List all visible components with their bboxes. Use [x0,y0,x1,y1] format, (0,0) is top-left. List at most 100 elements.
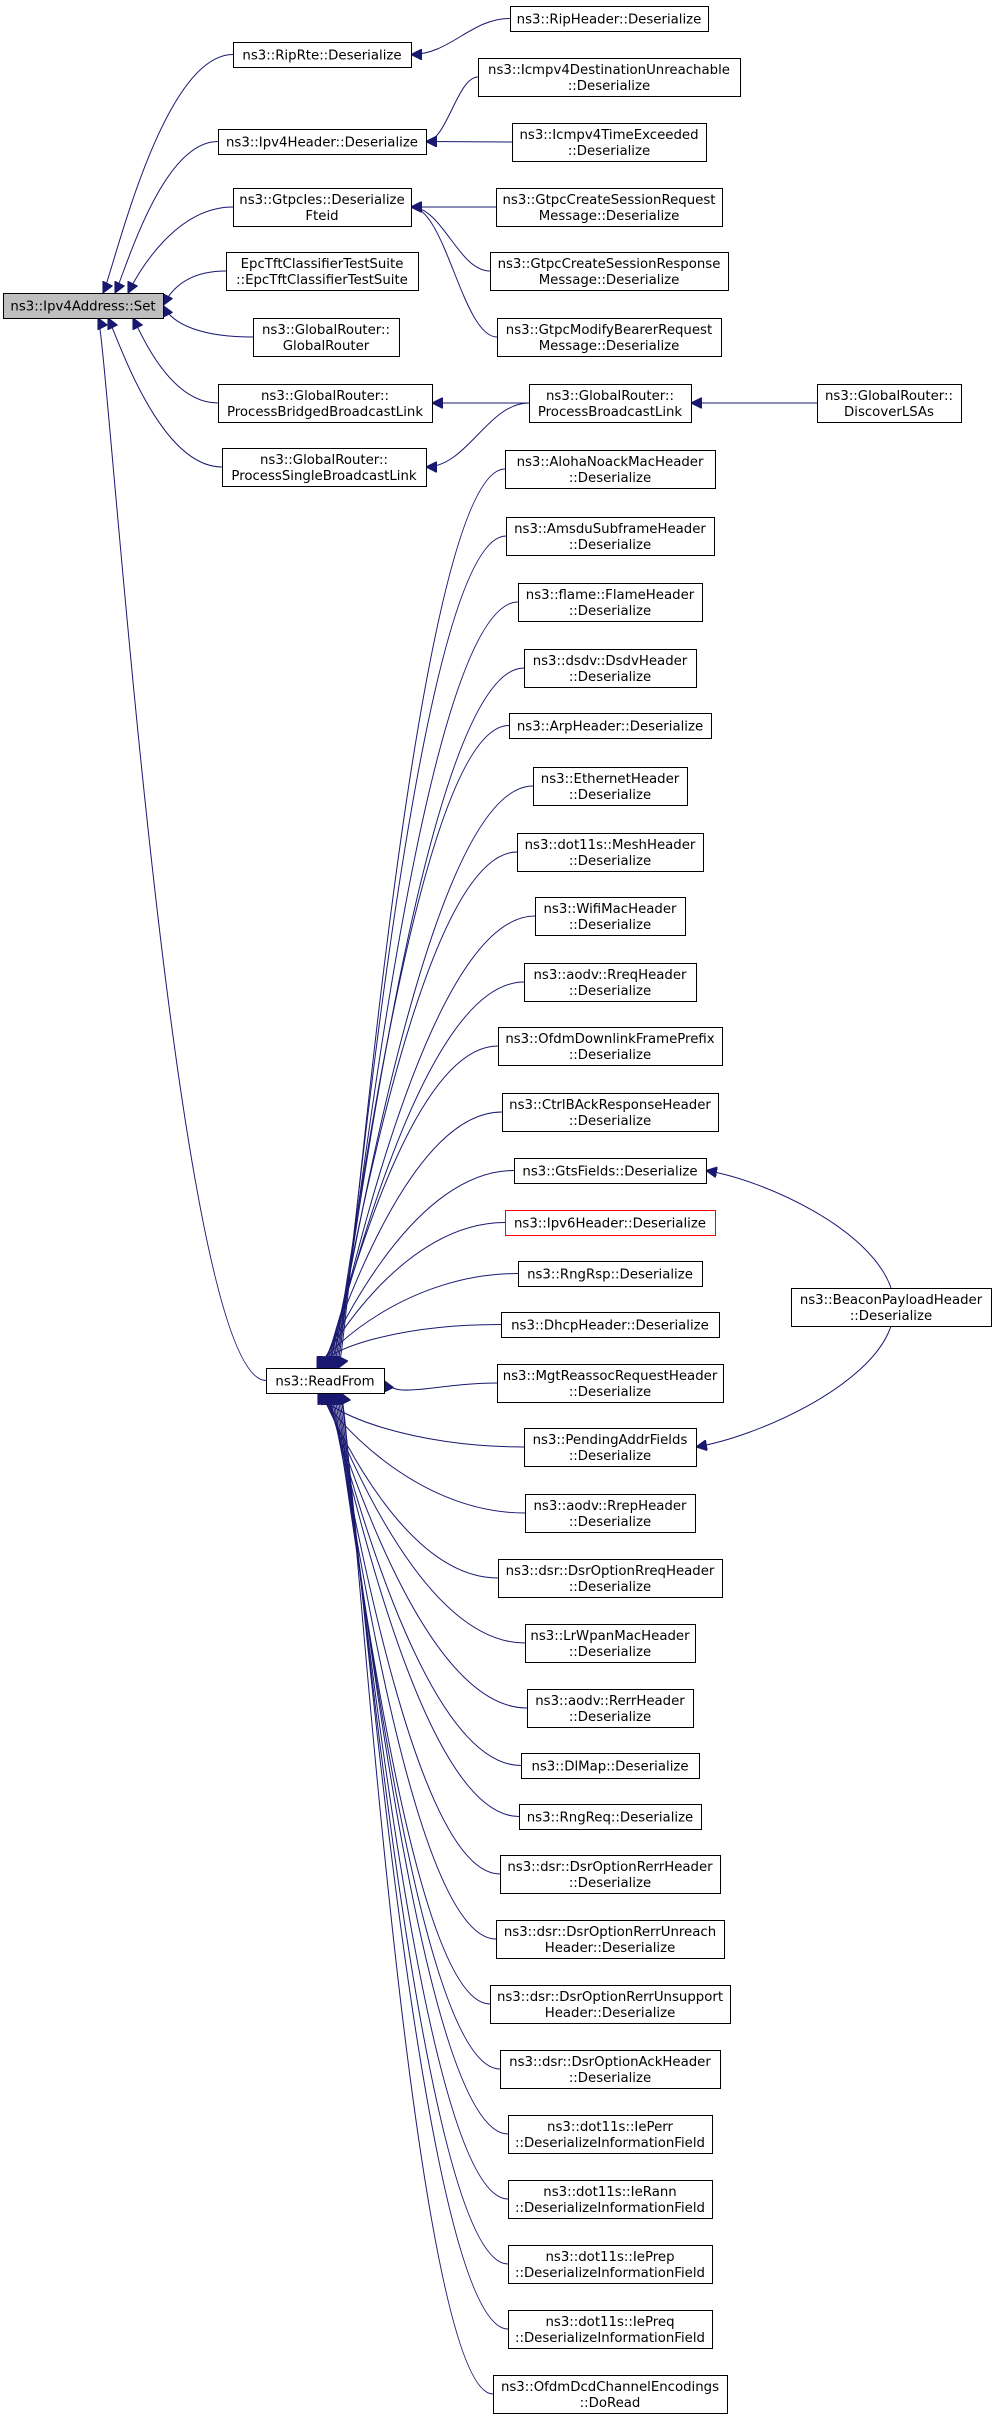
node-box-set [3,293,164,319]
edge-grbridged-to-set [133,318,219,404]
node-gtpccreateresp[interactable]: ns3::GtpcCreateSessionResponseMessage::D… [490,252,729,291]
edge-ieprep-to-readfrom [338,1393,509,2265]
node-box-gtpcies [233,188,412,227]
node-icmpdest[interactable]: ns3::Icmpv4DestinationUnreachable::Deser… [478,58,741,97]
edge-lrwpan-to-readfrom [323,1393,526,1644]
node-box-ierann [508,2180,713,2219]
node-iepreq[interactable]: ns3::dot11s::IePreq::DeserializeInformat… [508,2310,713,2349]
node-gtpccreatereq[interactable]: ns3::GtpcCreateSessionRequestMessage::De… [496,188,723,227]
node-box-gts [514,1158,707,1184]
node-pending[interactable]: ns3::PendingAddrFields::Deserialize [524,1428,697,1467]
node-label-epctft-0: EpcTftClassifierTestSuite [241,257,404,272]
node-dsrrreq[interactable]: ns3::dsr::DsrOptionRreqHeader::Deseriali… [498,1559,723,1598]
node-dsrack[interactable]: ns3::dsr::DsrOptionAckHeader::Deserializ… [500,2050,721,2089]
node-label-mgtreassoc-0: ns3::MgtReassocRequestHeader [503,1369,718,1384]
edge-ipv6-to-readfrom [320,1222,506,1369]
node-label-dlmap-0: ns3::DlMap::Deserialize [531,1760,688,1775]
node-label-icmptime-0: ns3::Icmpv4TimeExceeded [519,128,698,143]
node-grbroadcast[interactable]: ns3::GlobalRouter::ProcessBroadcastLink [529,384,692,423]
node-label-grdiscover-1: DiscoverLSAs [844,405,934,420]
node-box-rreq [524,963,697,1002]
node-label-set-0: ns3::Ipv4Address::Set [10,300,155,315]
edge-dsrunreach-to-readfrom [330,1393,497,1940]
node-grsingle[interactable]: ns3::GlobalRouter::ProcessSingleBroadcas… [222,448,427,487]
node-ipv6[interactable]: ns3::Ipv6Header::Deserialize [505,1210,716,1236]
node-rngreq[interactable]: ns3::RngReq::Deserialize [519,1804,702,1830]
node-icmptime[interactable]: ns3::Icmpv4TimeExceeded::Deserialize [512,123,707,162]
node-box-gtpccreateresp [490,252,729,291]
node-ieprep[interactable]: ns3::dot11s::IePrep::DeserializeInformat… [508,2245,713,2284]
node-ofdmdcd[interactable]: ns3::OfdmDcdChannelEncodings::DoRead [493,2375,728,2414]
node-wifimac[interactable]: ns3::WifiMacHeader::Deserialize [535,897,686,936]
node-label-wifimac-0: ns3::WifiMacHeader [543,902,677,917]
node-rerr[interactable]: ns3::aodv::RerrHeader::Deserialize [527,1689,694,1728]
node-ieperr[interactable]: ns3::dot11s::IePerr::DeserializeInformat… [508,2115,713,2154]
node-amsdu[interactable]: ns3::AmsduSubframeHeader::Deserialize [506,517,715,556]
node-box-flame [518,583,703,622]
node-dsrunsupport[interactable]: ns3::dsr::DsrOptionRerrUnsupportHeader::… [490,1985,731,2024]
node-ripheader[interactable]: ns3::RipHeader::Deserialize [510,6,709,32]
node-gtpcmodify[interactable]: ns3::GtpcModifyBearerRequestMessage::Des… [497,318,722,357]
node-ierann[interactable]: ns3::dot11s::IeRann::DeserializeInformat… [508,2180,713,2219]
node-label-ofdmdl-0: ns3::OfdmDownlinkFramePrefix [505,1032,714,1047]
node-box-mgtreassoc [497,1364,724,1403]
node-dsdv[interactable]: ns3::dsdv::DsdvHeader::Deserialize [524,649,697,688]
node-rrep[interactable]: ns3::aodv::RrepHeader::Deserialize [525,1494,696,1533]
node-mgtreassoc[interactable]: ns3::MgtReassocRequestHeader::Deserializ… [497,1364,724,1403]
edge-riprte-to-set [103,54,234,294]
node-label-readfrom-0: ns3::ReadFrom [275,1375,374,1390]
node-label-iepreq-1: ::DeserializeInformationField [515,2331,705,2346]
node-box-ethernet [533,767,688,806]
node-label-gtpcies-0: ns3::GtpcIes::Deserialize [239,193,404,208]
node-arp[interactable]: ns3::ArpHeader::Deserialize [509,713,712,739]
edge-epctft-to-set [163,270,227,306]
node-grbridged[interactable]: ns3::GlobalRouter::ProcessBridgedBroadca… [218,384,433,423]
node-box-dsdv [524,649,697,688]
node-label-rrep-0: ns3::aodv::RrepHeader [533,1499,687,1514]
node-label-dsrrreq-0: ns3::dsr::DsrOptionRreqHeader [506,1564,715,1579]
node-label-rerr-1: ::Deserialize [569,1710,651,1725]
node-dsrunreach[interactable]: ns3::dsr::DsrOptionRerrUnreachHeader::De… [496,1920,725,1959]
edge-ripheader-to-riprte [411,18,511,55]
node-aloha[interactable]: ns3::AlohaNoackMacHeader::Deserialize [505,450,716,489]
node-box-lrwpan [525,1624,696,1663]
node-label-ipv4header-0: ns3::Ipv4Header::Deserialize [226,136,418,151]
node-rngrsp[interactable]: ns3::RngRsp::Deserialize [518,1261,703,1287]
node-rreq[interactable]: ns3::aodv::RreqHeader::Deserialize [524,963,697,1002]
node-box-pending [524,1428,697,1467]
node-label-ierann-0: ns3::dot11s::IeRann [543,2185,676,2200]
node-label-grdiscover-0: ns3::GlobalRouter:: [825,389,953,404]
node-label-beacon-0: ns3::BeaconPayloadHeader [800,1293,983,1308]
node-ethernet[interactable]: ns3::EthernetHeader::Deserialize [533,767,688,806]
edge-rreq-to-readfrom [326,981,525,1368]
node-box-ofdmdl [498,1027,723,1066]
node-ofdmdl[interactable]: ns3::OfdmDownlinkFramePrefix::Deserializ… [498,1027,723,1066]
node-box-amsdu [506,517,715,556]
node-epctft[interactable]: EpcTftClassifierTestSuite::EpcTftClassif… [226,252,419,291]
node-dlmap[interactable]: ns3::DlMap::Deserialize [521,1753,700,1779]
node-readfrom[interactable]: ns3::ReadFrom [266,1368,385,1394]
node-gts[interactable]: ns3::GtsFields::Deserialize [514,1158,707,1184]
node-riprte[interactable]: ns3::RipRte::Deserialize [233,42,412,68]
node-label-rreq-1: ::Deserialize [569,984,651,999]
node-set[interactable]: ns3::Ipv4Address::Set [3,293,164,319]
node-label-arp-0: ns3::ArpHeader::Deserialize [517,720,703,735]
node-ctrlback[interactable]: ns3::CtrlBAckResponseHeader::Deserialize [502,1093,719,1132]
node-lrwpan[interactable]: ns3::LrWpanMacHeader::Deserialize [525,1624,696,1663]
nodes-layer: ns3::Ipv4Address::Set ns3::RipRte::Deseri… [3,6,992,2414]
node-grdiscover[interactable]: ns3::GlobalRouter::DiscoverLSAs [817,384,962,423]
node-label-rngrsp-0: ns3::RngRsp::Deserialize [527,1268,693,1283]
node-label-gts-0: ns3::GtsFields::Deserialize [522,1165,697,1180]
node-mesh[interactable]: ns3::dot11s::MeshHeader::Deserialize [517,833,704,872]
edge-grsingle-to-set [108,318,223,468]
node-grctor[interactable]: ns3::GlobalRouter::GlobalRouter [253,318,400,357]
node-label-dsrunreach-0: ns3::dsr::DsrOptionRerrUnreach [504,1925,716,1940]
node-dsrrerr[interactable]: ns3::dsr::DsrOptionRerrHeader::Deseriali… [500,1855,721,1894]
node-ipv4header[interactable]: ns3::Ipv4Header::Deserialize [218,129,427,155]
node-beacon[interactable]: ns3::BeaconPayloadHeader::Deserialize [791,1288,992,1327]
node-dhcp[interactable]: ns3::DhcpHeader::Deserialize [501,1312,720,1338]
node-flame[interactable]: ns3::flame::FlameHeader::Deserialize [518,583,703,622]
node-label-icmptime-1: ::Deserialize [568,144,650,159]
edge-dsrrerr-to-readfrom [329,1393,501,1875]
